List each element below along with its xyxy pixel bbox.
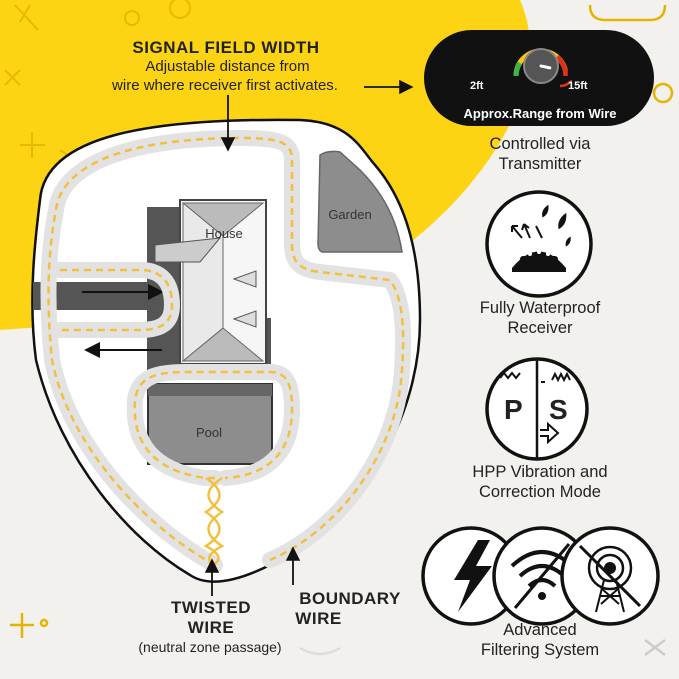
dial-min-label: 2ft: [470, 80, 484, 92]
hpp-s-letter: S: [549, 394, 568, 425]
hpp-line2: Correction Mode: [479, 483, 601, 501]
range-dial-panel: [424, 30, 654, 126]
garden-label: Garden: [328, 207, 372, 222]
hpp-line1: HPP Vibration and: [472, 463, 608, 481]
house: [154, 199, 267, 365]
waterproof-line2: Receiver: [507, 319, 573, 337]
signal-field-title: SIGNAL FIELD WIDTH: [132, 38, 320, 57]
boundary-wire-title: BOUNDARY: [299, 589, 401, 608]
hpp-icon: [485, 357, 589, 461]
signal-field-line1: Adjustable distance from: [145, 58, 310, 75]
range-dial-needle: [539, 64, 552, 70]
decorative-doodles-right: [10, 4, 674, 656]
house-label: House: [205, 226, 243, 241]
transmitter-line1: Controlled via: [489, 135, 591, 153]
pool-label: Pool: [195, 425, 223, 440]
boundary-wire-title-2: WIRE: [295, 609, 342, 628]
filter-line1: Advanced: [503, 621, 577, 639]
waterproof-icon: [485, 190, 593, 298]
twisted-wire: [203, 476, 225, 568]
boundary-wire: [47, 136, 405, 567]
waterproof-line1: Fully Waterproof: [479, 299, 601, 317]
radio-tower-icon: [560, 526, 660, 626]
twisted-wire-title: TWISTED: [171, 598, 251, 617]
pool: [147, 383, 273, 465]
transmitter-line2: Transmitter: [498, 155, 582, 173]
hpp-p-letter: P: [504, 394, 523, 425]
signal-field-line2: wire where receiver first activates.: [112, 77, 338, 94]
twisted-wire-note: (neutral zone passage): [138, 639, 282, 655]
dial-max-label: 15ft: [568, 80, 588, 92]
garden: [317, 150, 403, 253]
twisted-wire-title-2: WIRE: [187, 618, 235, 637]
filter-line2: Filtering System: [480, 641, 600, 659]
dial-caption: Approx.Range from Wire: [463, 106, 617, 121]
